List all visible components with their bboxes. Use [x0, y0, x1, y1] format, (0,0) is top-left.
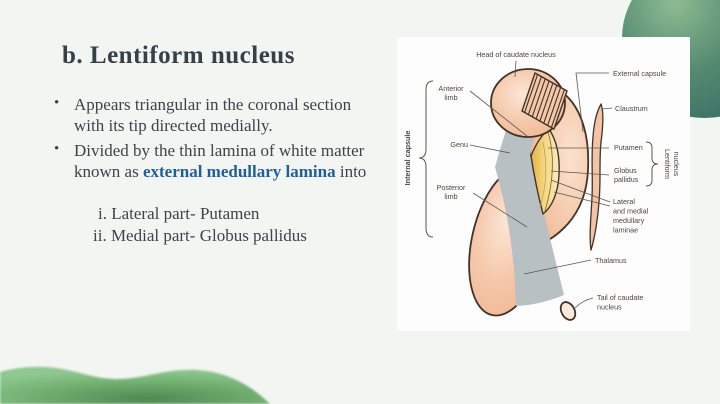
leader-posterior-limb — [472, 192, 528, 228]
label-laminae-2: and medial — [613, 207, 649, 216]
lateral-lamina-line — [539, 141, 547, 208]
slide-title: b. Lentiform nucleus — [62, 42, 295, 69]
label-posterior-limb-1: Posterior — [437, 183, 466, 192]
label-putamen: Putamen — [614, 143, 643, 152]
bullet-list: • Appears triangular in the coronal sect… — [52, 94, 372, 186]
label-laminae-3: medullary — [613, 216, 645, 225]
leader-external-capsule — [575, 72, 609, 133]
label-head-of-caudate: Head of caudate nucleus — [476, 50, 556, 59]
basal-ganglia-diagram: Head of caudate nucleus External capsule… — [403, 50, 681, 321]
leader-claustrum — [601, 107, 613, 110]
label-genu: Genu — [450, 140, 468, 149]
label-external-capsule: External capsule — [613, 69, 666, 78]
bullet-item-1: • Appears triangular in the coronal sect… — [52, 94, 372, 136]
caudate-tail-shape — [559, 301, 577, 321]
label-posterior-limb-2: limb — [444, 192, 457, 201]
label-laminae-4: laminae — [613, 226, 638, 235]
internal-capsule-brace — [418, 80, 434, 238]
bullet-2-highlight: external medullary lamina — [142, 162, 336, 181]
leader-genu — [469, 144, 511, 154]
bullet-2-text-post: into — [335, 162, 367, 181]
bullet-marker: • — [54, 141, 60, 157]
label-thalamus: Thalamus — [595, 256, 627, 265]
leader-thalamus — [523, 259, 592, 275]
leader-tail — [574, 297, 594, 309]
claustrum-shape — [589, 103, 604, 251]
label-laminae-1: Lateral — [613, 197, 635, 206]
label-globus-2: pallidus — [614, 175, 639, 184]
leader-lamina-2 — [553, 191, 611, 207]
internal-capsule-shape — [495, 84, 564, 306]
bullet-item-2: • Divided by the thin lamina of white ma… — [52, 140, 372, 182]
label-tail-1: Tail of caudate — [597, 293, 643, 302]
figure-panel: Head of caudate nucleus External capsule… — [397, 37, 690, 331]
leader-globus-pallidus — [550, 170, 610, 176]
leader-anterior-limb — [469, 90, 528, 137]
leader-head-of-caudate — [514, 60, 517, 78]
label-lentiform-1: Lentiform — [663, 149, 672, 179]
sub-list: i. Lateral part- Putamen ii. Medial part… — [93, 203, 383, 246]
label-internal-capsule: Internal capsule — [403, 131, 412, 186]
bullet-2-text-pre: Divided by the thin lamina of white matt… — [74, 141, 365, 181]
label-anterior-limb-1: Anterior — [438, 84, 464, 93]
label-anterior-limb-2: limb — [444, 93, 457, 102]
label-lentiform-2: nucleus — [672, 152, 681, 177]
bullet-marker: • — [54, 95, 60, 111]
green-wave-shape — [0, 366, 270, 404]
lentiform-brace — [645, 141, 659, 187]
sub-item-medial: ii. Medial part- Globus pallidus — [93, 225, 307, 245]
label-tail-2: nucleus — [597, 303, 622, 312]
leader-lamina-1 — [550, 179, 611, 203]
decor-blob-bottom-left — [0, 366, 270, 404]
hatch-region — [521, 71, 568, 131]
label-globus-1: Globus — [614, 166, 637, 175]
label-claustrum: Claustrum — [615, 104, 648, 113]
sub-item-lateral: i. Lateral part- Putamen — [98, 204, 260, 223]
leader-lines — [469, 60, 613, 309]
bullet-1-text: Appears triangular in the coronal sectio… — [74, 95, 352, 135]
medial-lamina-line — [544, 131, 553, 212]
